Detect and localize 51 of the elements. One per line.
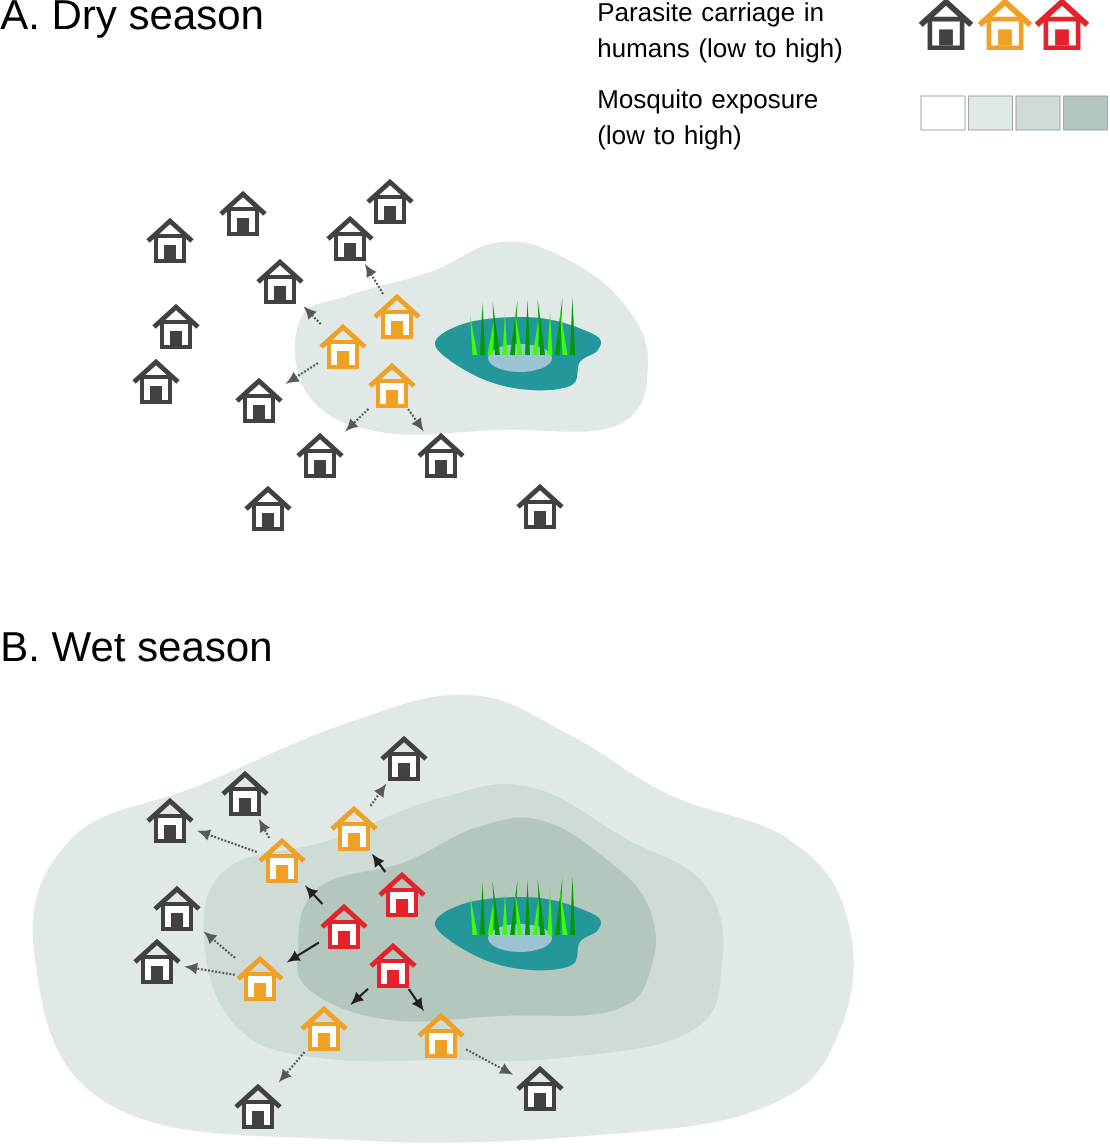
arrow [465, 1048, 511, 1074]
house-icon [326, 215, 374, 261]
house-icon [235, 377, 283, 423]
house-icon [258, 837, 306, 883]
arrow [287, 362, 319, 383]
house-icon [256, 258, 304, 304]
house-icon [417, 432, 465, 478]
arrow [259, 821, 271, 839]
arrow [407, 408, 423, 430]
house-icon [133, 938, 181, 984]
arrow [288, 941, 320, 962]
arrow [280, 1051, 306, 1081]
house-icon [219, 190, 267, 236]
arrow [352, 987, 369, 1004]
panel-title: B. Wet season [3, 632, 270, 662]
house-icon [380, 735, 428, 781]
house-icon [132, 358, 180, 404]
house-icon [368, 362, 416, 408]
arrow [346, 408, 370, 431]
house-icon [146, 797, 194, 843]
house-icon [330, 805, 378, 851]
legend-text: Mosquito exposure (low to high) [598, 89, 818, 150]
house-icon [417, 1012, 465, 1058]
house-icon [300, 1005, 348, 1051]
house-icon [516, 1065, 564, 1111]
house-icon [221, 770, 269, 816]
house-icon [244, 485, 292, 531]
legend-text: Parasite carriage in humans (low to high) [599, 2, 842, 63]
arrow [199, 829, 258, 854]
panel-title: A. Dry season [0, 0, 262, 38]
house-icon [236, 955, 284, 1001]
house-icon [378, 871, 426, 917]
arrow [306, 887, 324, 905]
arrow [305, 307, 322, 325]
arrow [373, 855, 387, 873]
house-icon [234, 1083, 282, 1129]
house-icon [296, 432, 344, 478]
arrow [407, 988, 424, 1010]
house-icon [153, 885, 201, 931]
house-icon [152, 303, 200, 349]
arrow [369, 785, 386, 807]
arrow [205, 932, 236, 959]
house-icon [146, 217, 194, 263]
house-icon [373, 293, 421, 339]
house-icon [516, 483, 564, 529]
arrow [365, 265, 385, 295]
house-icon [319, 323, 367, 369]
house-icon [366, 178, 414, 224]
arrow [186, 963, 235, 976]
house-icon [369, 942, 417, 988]
house-icon [320, 903, 368, 949]
